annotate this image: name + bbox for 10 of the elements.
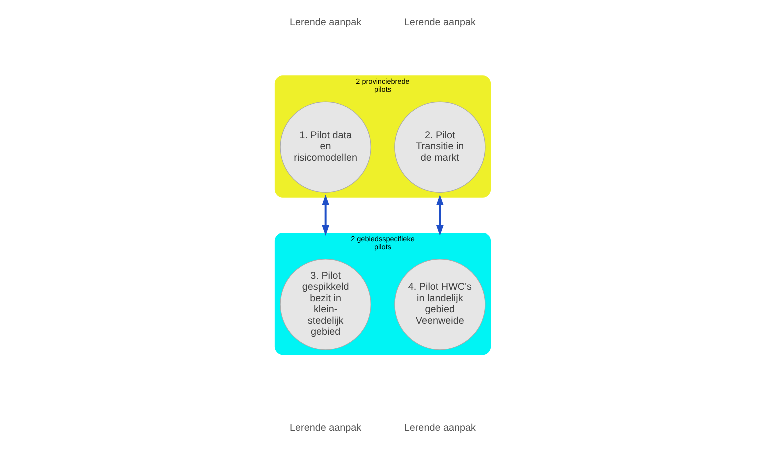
label: Lerende aanpak — [404, 422, 476, 434]
label: Lerende aanpak — [290, 422, 362, 434]
arrow — [436, 194, 444, 236]
label: Lerende aanpak — [290, 18, 362, 29]
arrow — [322, 194, 330, 236]
label: Lerende aanpak — [404, 18, 476, 29]
node-circle: 4. Pilot HWC's in landelijk gebied Veenweide — [394, 259, 486, 350]
node-circle: 1. Pilot data en risicomodellen — [280, 102, 372, 193]
node-circle: 3. Pilot gespikkeld bezit in klein-stedelijk gebied — [280, 259, 372, 350]
node-circle: 2. Pilot Transitie in de markt — [394, 102, 486, 193]
